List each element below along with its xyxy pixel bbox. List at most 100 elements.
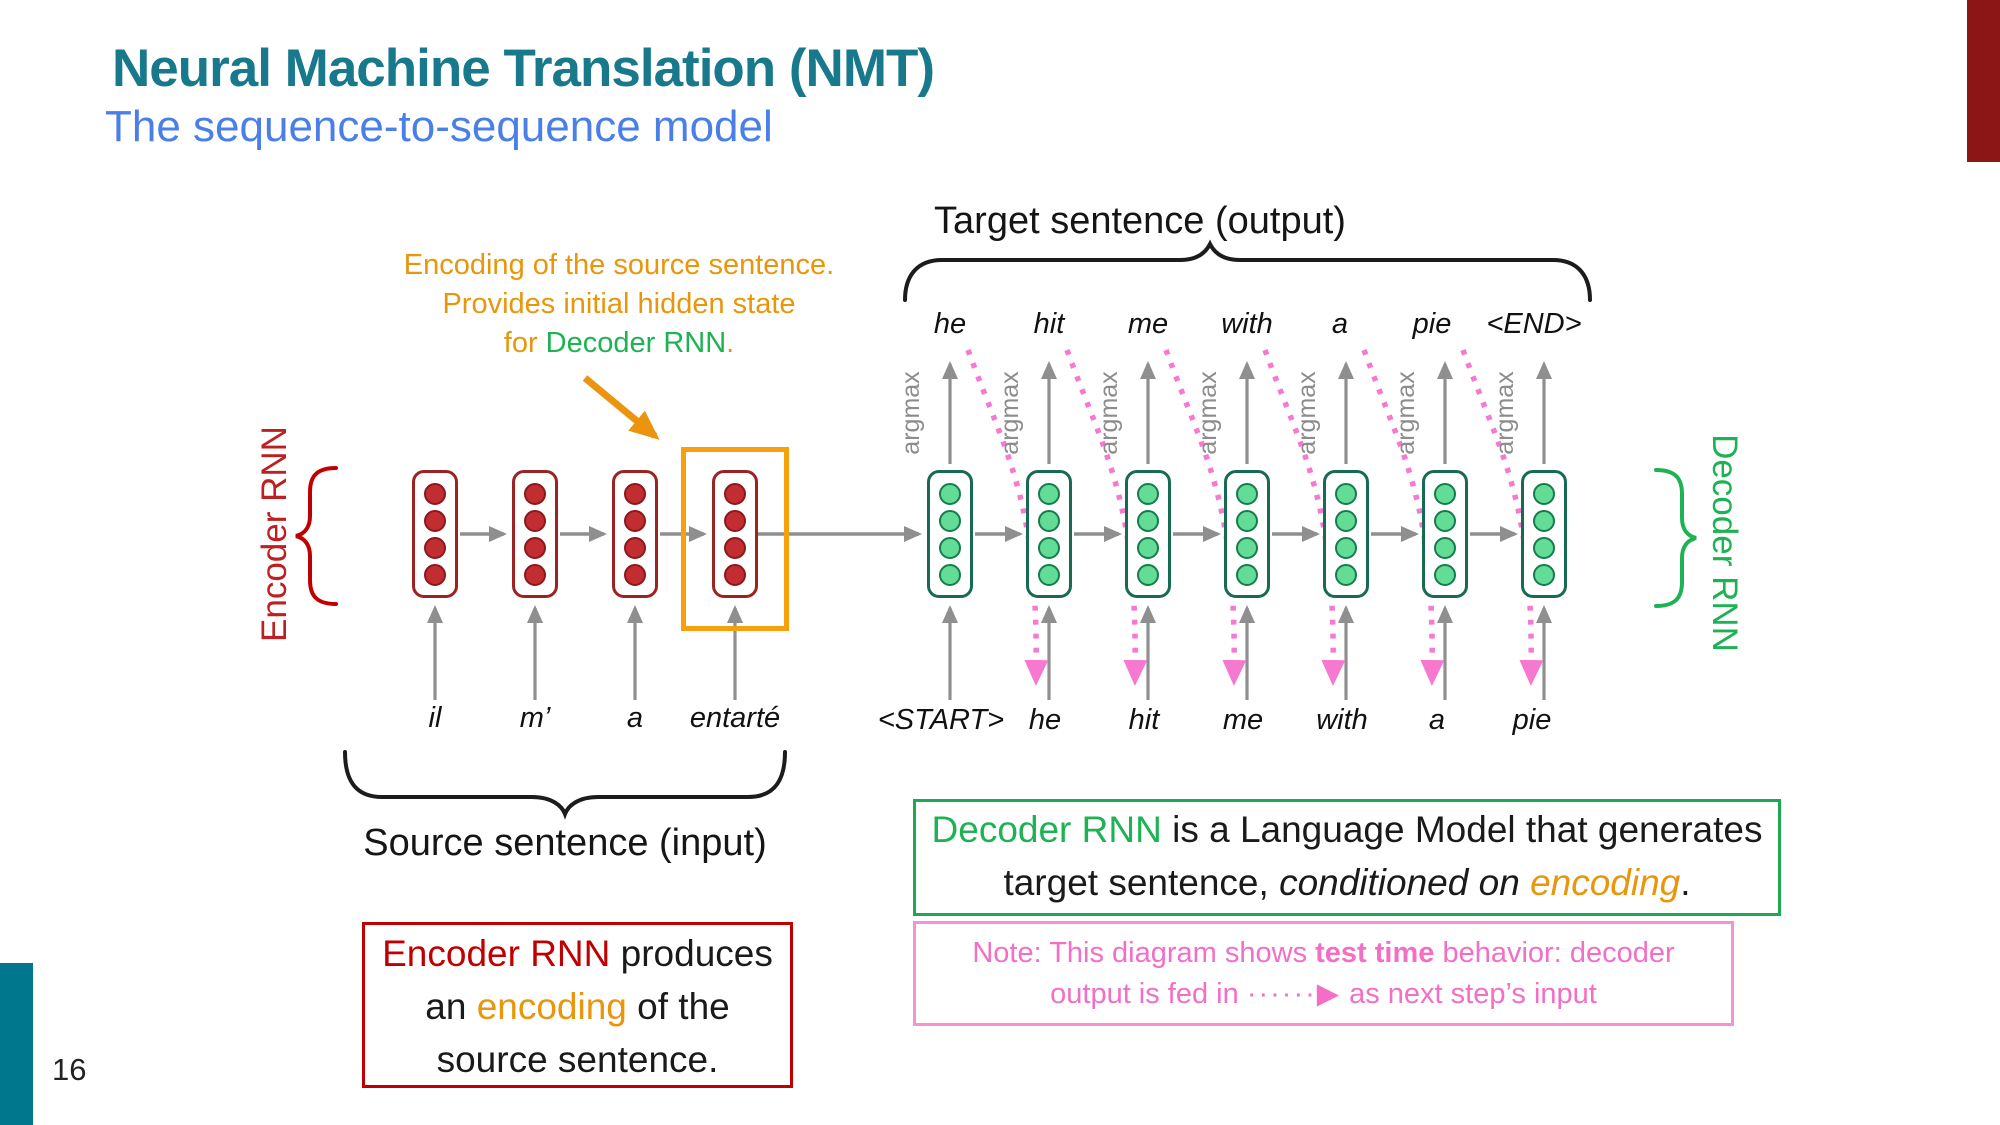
hidden-unit (1533, 536, 1555, 559)
source-word: m’ (519, 702, 551, 734)
encoder-cell-1 (412, 470, 458, 598)
hidden-unit (1236, 563, 1258, 586)
hidden-unit (1137, 482, 1159, 505)
hidden-unit (1335, 509, 1357, 532)
annotation-arrow (582, 375, 660, 440)
hidden-unit (424, 536, 446, 559)
encoder-rnn-label: Encoder RNN (255, 426, 294, 642)
hidden-unit (1434, 482, 1456, 505)
hidden-unit (424, 509, 446, 532)
hidden-unit (524, 482, 546, 505)
hidden-unit (624, 563, 646, 586)
hidden-unit (524, 509, 546, 532)
hidden-unit (1335, 563, 1357, 586)
hidden-unit (1533, 563, 1555, 586)
decoder-output-word: a (1331, 308, 1349, 340)
corner-bar-top-right (1967, 0, 2000, 162)
encoder-brace (295, 466, 338, 606)
dotted-arrow-glyph: ······▶ (1246, 978, 1342, 1010)
hidden-unit (939, 509, 961, 532)
argmax-label: argmax (897, 371, 925, 455)
hidden-unit (524, 563, 546, 586)
hidden-unit (724, 482, 746, 505)
decoder-caption-box: Decoder RNN is a Language Model that gen… (913, 799, 1781, 916)
hidden-unit (1434, 509, 1456, 532)
decoder-output-word: pie (1412, 308, 1452, 340)
decoder-cell-4 (1224, 470, 1270, 598)
decoder-cell-7 (1521, 470, 1567, 598)
page-title: Neural Machine Translation (NMT) (112, 39, 935, 98)
argmax-label: argmax (1392, 371, 1420, 455)
decoder-input-word: me (1222, 704, 1264, 736)
hidden-unit (1038, 563, 1060, 586)
page-number: 16 (52, 1052, 87, 1087)
hidden-unit (624, 509, 646, 532)
hidden-unit (1335, 482, 1357, 505)
hidden-unit (424, 563, 446, 586)
decoder-rnn-label: Decoder RNN (1705, 434, 1744, 652)
decoder-brace (1654, 468, 1697, 608)
encoder-cell-4 (712, 470, 758, 598)
annotation-line-3: for Decoder RNN. (503, 327, 735, 359)
decoder-output-word: he (933, 308, 967, 340)
decoder-output-word: hit (1033, 308, 1065, 340)
hidden-unit (724, 536, 746, 559)
decoder-input-word: pie (1512, 704, 1552, 736)
hidden-unit (1137, 536, 1159, 559)
decoder-input-word: a (1428, 704, 1446, 736)
encoding-highlight-box (681, 447, 789, 631)
annotation-line-2: Provides initial hidden state (442, 288, 796, 320)
decoder-output-word: with (1221, 308, 1273, 340)
encoder-cell-2 (512, 470, 558, 598)
annotation-line-1: Encoding of the source sentence. (403, 249, 835, 281)
feedback-dotted-arrows (965, 349, 1544, 686)
argmax-label: argmax (996, 371, 1024, 455)
hidden-unit (939, 536, 961, 559)
target-sentence-label: Target sentence (output) (934, 200, 1346, 242)
decoder-cell-1 (927, 470, 973, 598)
hidden-unit (1533, 482, 1555, 505)
hidden-unit (724, 509, 746, 532)
hidden-unit (1038, 536, 1060, 559)
source-word: entarté (689, 702, 781, 734)
hidden-unit (1335, 536, 1357, 559)
hidden-unit (624, 536, 646, 559)
decoder-output-word: <END> (1486, 308, 1582, 340)
argmax-label: argmax (1491, 371, 1519, 455)
decoder-input-word: he (1028, 704, 1062, 736)
source-word: a (626, 702, 644, 734)
source-sentence-label: Source sentence (input) (363, 822, 767, 864)
output-arrows (942, 361, 1552, 464)
encoder-cell-3 (612, 470, 658, 598)
hidden-unit (1236, 509, 1258, 532)
hidden-unit (1434, 536, 1456, 559)
input-arrows (427, 605, 1552, 700)
argmax-label: argmax (1095, 371, 1123, 455)
hidden-unit (1236, 536, 1258, 559)
argmax-label: argmax (1293, 371, 1321, 455)
encoder-caption-box: Encoder RNN produces an encoding of the … (362, 922, 793, 1088)
hidden-unit (524, 536, 546, 559)
decoder-output-word: me (1127, 308, 1169, 340)
hidden-unit (939, 563, 961, 586)
hidden-unit (1434, 563, 1456, 586)
hidden-unit (624, 482, 646, 505)
hidden-unit (424, 482, 446, 505)
hidden-unit (1137, 563, 1159, 586)
decoder-input-word: hit (1128, 704, 1160, 736)
decoder-input-word: <START> (877, 704, 1005, 736)
encoding-annotation: Encoding of the source sentence. Provide… (385, 246, 853, 363)
hidden-unit (1236, 482, 1258, 505)
hidden-unit (939, 482, 961, 505)
hidden-unit (1533, 509, 1555, 532)
target-sentence-brace (903, 239, 1592, 302)
source-sentence-brace (343, 750, 787, 820)
decoder-cell-6 (1422, 470, 1468, 598)
source-word: il (428, 702, 442, 734)
page-subtitle: The sequence-to-sequence model (105, 102, 773, 151)
decoder-cell-5 (1323, 470, 1369, 598)
corner-bar-bottom-left (0, 963, 33, 1125)
hidden-unit (1038, 509, 1060, 532)
